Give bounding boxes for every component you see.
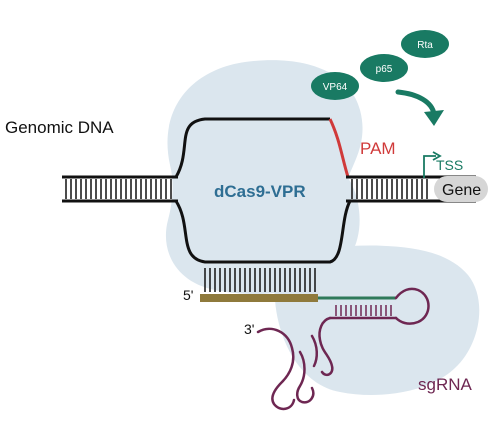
pam-segment [328,118,350,178]
activator-p65: p65 [360,54,408,82]
activator-vp64-label: VP64 [323,82,348,93]
dna-bubble [174,117,352,264]
activation-arrow [395,89,444,126]
dcas9-label: dCas9-VPR [214,182,306,201]
sgrna-scaffold [256,287,430,411]
sgrna-teeth [335,305,392,316]
activator-rta-label: Rta [417,40,433,51]
tss-arrow [423,151,442,178]
pam-label: PAM [360,139,396,158]
three-prime-label: 3' [244,321,254,337]
activator-p65-label: p65 [376,64,393,75]
sgrna-label: sgRNA [418,375,473,394]
genomic-dna-label: Genomic DNA [5,118,114,137]
activator-vp64: VP64 [311,72,359,100]
tss-label: TSS [436,157,463,173]
dna-left-duplex [62,175,178,203]
gene-label: Gene [442,182,481,199]
guide-rna-spacer [200,294,396,302]
sgrna-region-blob [274,245,480,395]
gene-pill: Gene [434,176,488,202]
five-prime-label: 5' [183,287,193,303]
activator-rta: Rta [401,30,449,58]
target-strand-teeth [204,268,316,292]
